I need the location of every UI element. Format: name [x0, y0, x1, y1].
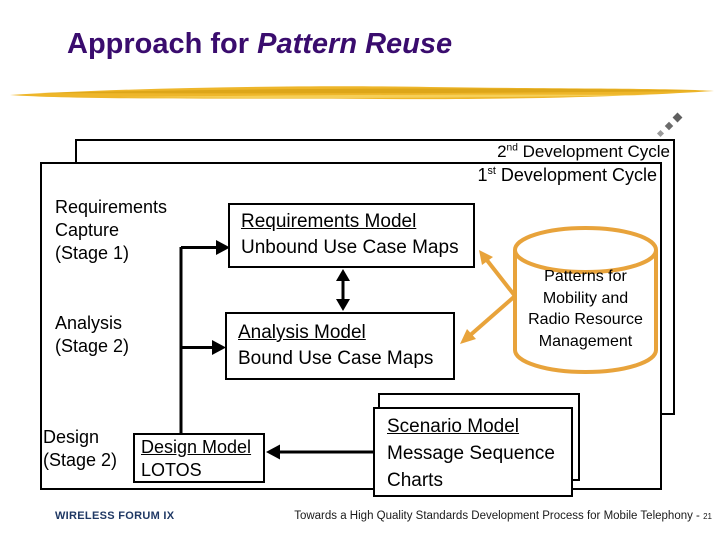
title-text: Approach for — [67, 28, 258, 60]
database-line: Mobility and — [542, 289, 629, 307]
cycle-ordinal-suffix: nd — [506, 142, 518, 154]
requirements-model-box: Requirements Model Unbound Use Case Maps — [228, 203, 475, 268]
stage-label-requirements-capture: Requirements Capture (Stage 1) — [55, 196, 167, 265]
stage-line: Design — [43, 427, 100, 447]
corner-dot-icon — [664, 121, 674, 131]
cycle-number: 1 — [477, 165, 488, 185]
patterns-database-cylinder-icon — [513, 226, 658, 374]
model-subtitle: Bound Use Case Maps — [238, 348, 434, 369]
footer-organization: WIRELESS FORUM IX — [55, 510, 175, 522]
cycle-ordinal-suffix: st — [487, 165, 496, 177]
analysis-model-box: Analysis Model Bound Use Case Maps — [225, 312, 455, 380]
stage-line: Analysis — [55, 313, 123, 333]
title-text-italic: Pattern Reuse — [257, 28, 453, 60]
stage-label-analysis: Analysis (Stage 2) — [55, 312, 129, 358]
second-development-cycle-label: 2nd Development Cycle — [497, 142, 670, 162]
model-subtitle: Charts — [387, 470, 443, 491]
model-title: Analysis Model — [238, 322, 366, 343]
patterns-database-label: Patterns for Mobility and Radio Resource… — [515, 266, 656, 352]
stage-line: (Stage 2) — [43, 450, 118, 470]
model-subtitle: Unbound Use Case Maps — [241, 237, 459, 258]
cycle-number: 2 — [497, 142, 507, 161]
cycle-text: Development Cycle — [517, 142, 670, 161]
model-title: Scenario Model — [387, 416, 520, 437]
brush-stroke-decoration — [10, 86, 714, 100]
database-line: Radio Resource — [528, 311, 643, 328]
stage-line: Capture — [55, 220, 120, 240]
corner-dot-icon — [656, 129, 665, 138]
page-number: 21 — [703, 512, 712, 521]
stage-label-design: Design (Stage 2) — [43, 426, 117, 472]
model-subtitle: Message Sequence — [387, 443, 555, 464]
database-line: Patterns for — [544, 268, 627, 285]
database-line: Management — [538, 332, 633, 350]
first-development-cycle-label: 1st Development Cycle — [478, 165, 658, 186]
model-subtitle: LOTOS — [141, 460, 202, 480]
stage-line: (Stage 1) — [55, 243, 130, 263]
footer-title: Towards a High Quality Standards Develop… — [294, 510, 712, 522]
footer-title-text: Towards a High Quality Standards Develop… — [294, 510, 700, 522]
page-title: Approach for Pattern Reuse — [67, 28, 452, 61]
corner-dot-icon — [672, 112, 683, 123]
stage-line: (Stage 2) — [55, 336, 130, 356]
model-title: Design Model — [141, 437, 252, 457]
model-title: Requirements Model — [241, 211, 417, 232]
design-model-box: Design Model LOTOS — [133, 433, 265, 483]
cycle-text: Development Cycle — [495, 165, 657, 185]
scenario-model-box: Scenario Model Message Sequence Charts — [373, 407, 573, 497]
stage-line: Requirements — [55, 197, 168, 217]
